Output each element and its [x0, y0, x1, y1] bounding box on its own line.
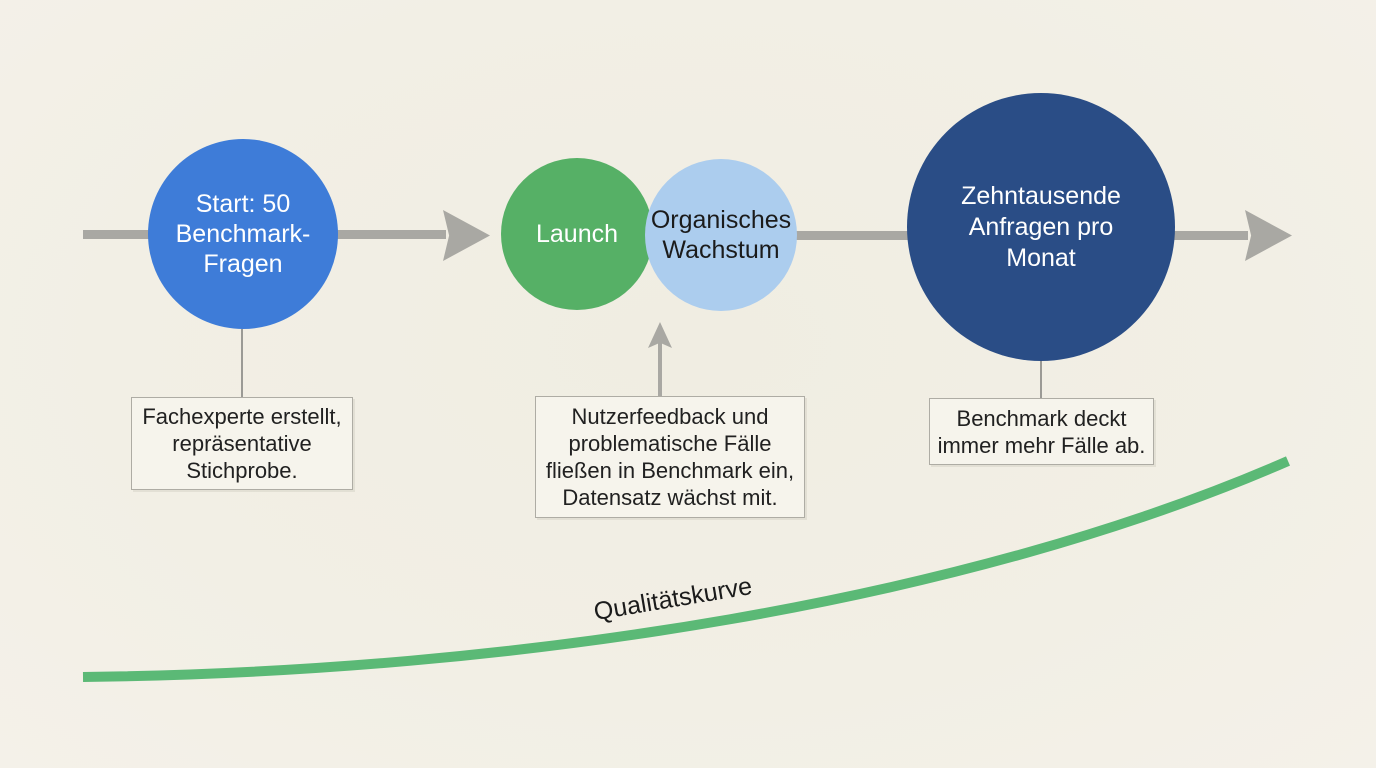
- quality-curve-path: [82, 456, 1291, 682]
- node-launch-label: Launch: [535, 220, 619, 248]
- connector-scale-to-callout: [1040, 360, 1042, 398]
- callout-start-text: Fachexperte erstellt, repräsentative Sti…: [142, 404, 342, 483]
- up-arrow-shaft: [658, 342, 662, 397]
- node-start-label: Start: 50 Benchmark- Fragen: [175, 190, 311, 278]
- node-organic-growth: Organisches Wachstum: [645, 159, 797, 311]
- node-start: Start: 50 Benchmark- Fragen: [148, 139, 338, 329]
- callout-organic-growth: Nutzerfeedback und problematische Fälle …: [535, 396, 805, 518]
- callout-start: Fachexperte erstellt, repräsentative Sti…: [131, 397, 353, 490]
- callout-scale: Benchmark deckt immer mehr Fälle ab.: [929, 398, 1154, 465]
- callout-organic-growth-text: Nutzerfeedback und problematische Fälle …: [545, 404, 795, 510]
- connector-start-to-callout: [241, 329, 243, 397]
- callout-scale-text: Benchmark deckt immer mehr Fälle ab.: [937, 405, 1146, 458]
- node-scale-label: Zehntausende Anfragen pro Monat: [961, 181, 1121, 272]
- node-scale: Zehntausende Anfragen pro Monat: [907, 93, 1175, 361]
- node-launch: Launch: [501, 158, 653, 310]
- node-organic-growth-label: Organisches Wachstum: [650, 206, 792, 264]
